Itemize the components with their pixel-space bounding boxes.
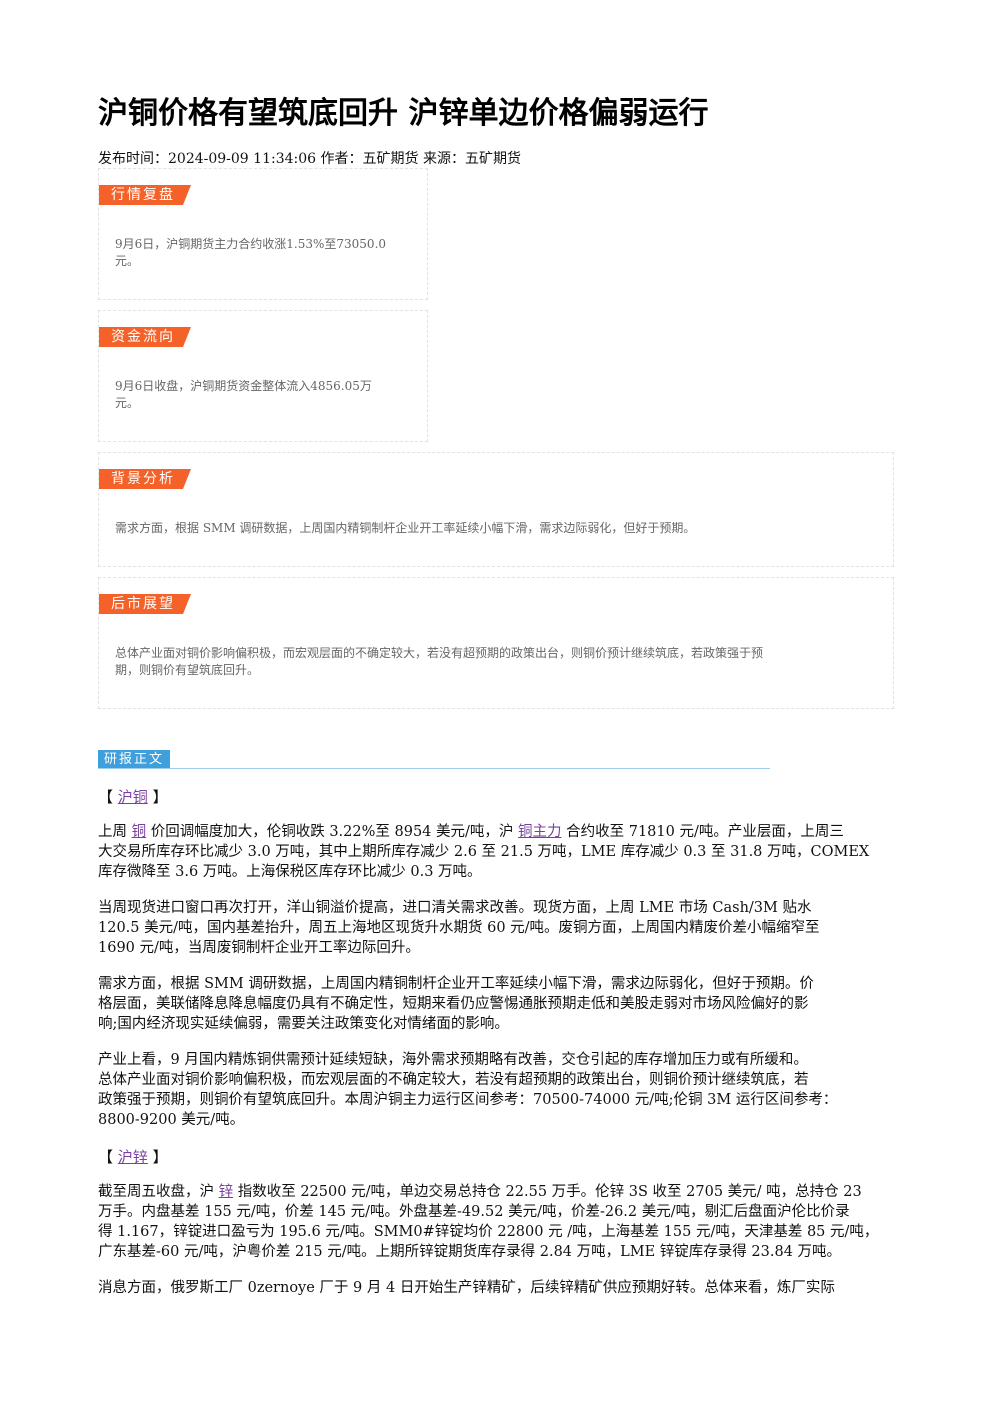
outlook-text: 总体产业面对铜价影响偏积极，而宏观层面的不确定较大，若没有超预期的政策出台，则铜… xyxy=(115,646,764,677)
report-body-tag: 研报正文 xyxy=(98,750,171,769)
copper-link[interactable]: 沪铜 xyxy=(117,788,148,806)
outlook-tag: 后市展望 xyxy=(99,594,191,614)
page-title: 沪铜价格有望筑底回升 沪锌单边价格偏弱运行 xyxy=(98,96,709,131)
copper-paragraph-1: 上周 铜 价回调幅度加大，伦铜收跌 3.22%至 8954 美元/吨，沪 铜主力… xyxy=(98,824,870,880)
background-analysis-tag: 背景分析 xyxy=(99,469,191,489)
background-analysis-text: 需求方面，根据 SMM 调研数据，上周国内精铜制杆企业开工率延续小幅下滑，需求边… xyxy=(115,521,696,535)
zinc-paragraph-1: 截至周五收盘，沪 锌 指数收至 22500 元/吨，单边交易总持仓 22.55 … xyxy=(98,1184,879,1260)
report-divider xyxy=(98,768,770,769)
outlook-box: 后市展望 总体产业面对铜价影响偏积极，而宏观层面的不确定较大，若没有超预期的政策… xyxy=(98,577,894,709)
background-analysis-box: 背景分析 需求方面，根据 SMM 调研数据，上周国内精铜制杆企业开工率延续小幅下… xyxy=(98,452,894,567)
zinc-inline-link[interactable]: 锌 xyxy=(218,1184,234,1200)
copper-paragraph-3: 需求方面，根据 SMM 调研数据，上周国内精铜制杆企业开工率延续小幅下滑，需求边… xyxy=(98,976,814,1032)
market-review-tag: 行情复盘 xyxy=(99,185,191,205)
article-meta: 发布时间：2024-09-09 11:34:06 作者：五矿期货 来源：五矿期货 xyxy=(98,151,521,167)
copper-inline-link[interactable]: 铜 xyxy=(131,824,147,840)
fund-flow-box: 资金流向 9月6日收盘，沪铜期货资金整体流入4856.05万 元。 xyxy=(98,310,428,442)
zinc-paragraph-2: 消息方面，俄罗斯工厂 0zernoye 厂于 9 月 4 日开始生产锌精矿，后续… xyxy=(98,1280,835,1296)
market-review-box: 行情复盘 9月6日，沪铜期货主力合约收涨1.53%至73050.0 元。 xyxy=(98,168,428,300)
copper-paragraph-4: 产业上看，9 月国内精炼铜供需预计延续短缺，海外需求预期略有改善，交仓引起的库存… xyxy=(98,1052,838,1128)
zinc-link[interactable]: 沪锌 xyxy=(117,1148,148,1166)
market-review-text: 9月6日，沪铜期货主力合约收涨1.53%至73050.0 元。 xyxy=(115,237,387,268)
zinc-section-heading: 【 沪锌 】 xyxy=(98,1148,168,1166)
fund-flow-tag: 资金流向 xyxy=(99,327,191,347)
fund-flow-text: 9月6日收盘，沪铜期货资金整体流入4856.05万 元。 xyxy=(115,379,372,410)
copper-main-contract-link[interactable]: 铜主力 xyxy=(518,824,562,840)
copper-section-heading: 【 沪铜 】 xyxy=(98,788,168,806)
copper-paragraph-2: 当周现货进口窗口再次打开，洋山铜溢价提高，进口清关需求改善。现货方面，上周 LM… xyxy=(98,900,820,956)
